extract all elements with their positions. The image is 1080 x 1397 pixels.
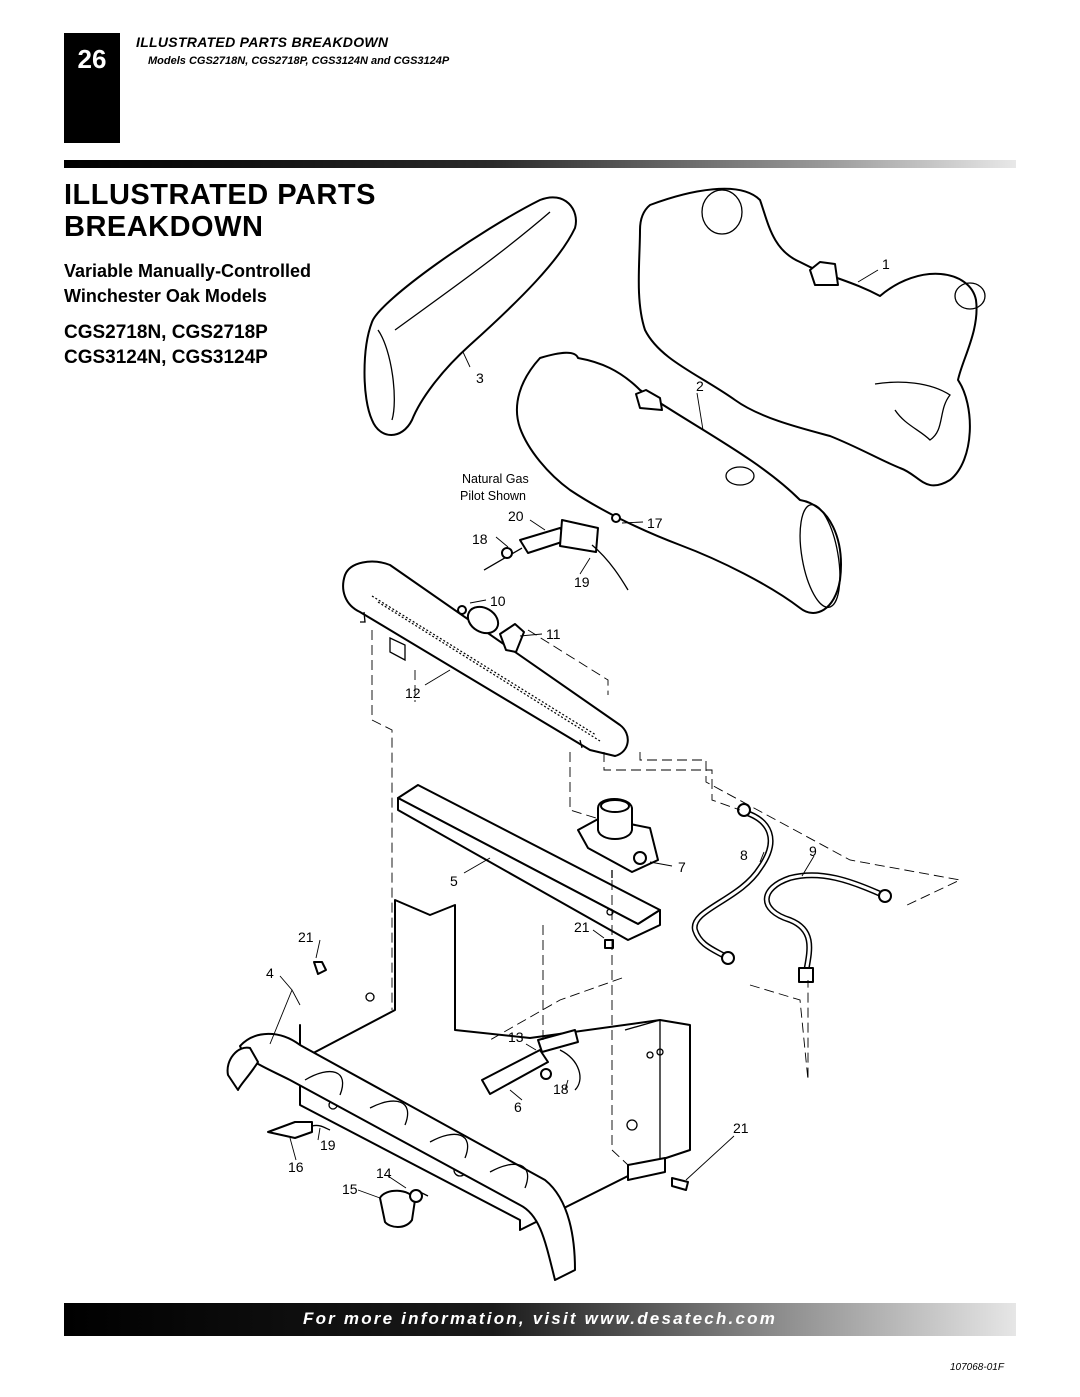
document-code: 107068-01F: [950, 1362, 1004, 1373]
subtitle-line2: Winchester Oak Models: [64, 286, 267, 306]
models-line2: CGS3124N, CGS3124P: [64, 347, 268, 368]
callout-10: 10: [490, 593, 506, 609]
pilot-note-line2: Pilot Shown: [460, 489, 526, 503]
thermocouple-assembly: [481, 1029, 581, 1095]
callout-19-top: 19: [574, 574, 590, 590]
models-list: CGS2718N, CGS2718P CGS3124N, CGS3124P: [64, 320, 384, 370]
page-title-line2: BREAKDOWN: [64, 211, 264, 243]
subtitle: Variable Manually-Controlled Winchester …: [64, 259, 384, 309]
page-number-tab: [64, 33, 120, 143]
callout-21-left: 21: [298, 929, 314, 945]
piezo-assembly: [267, 1121, 429, 1228]
orifice-part-10: [457, 605, 500, 635]
pilot-note-line1: Natural Gas: [462, 472, 529, 486]
callout-21-right: 21: [733, 1120, 749, 1136]
callout-5: 5: [450, 873, 458, 889]
callout-4: 4: [266, 965, 274, 981]
rear-log-part-1: [637, 187, 986, 487]
callout-18-bottom: 18: [553, 1081, 569, 1097]
footer-bar: [64, 1303, 1016, 1336]
footer-website-text[interactable]: For more information, visit www.desatech…: [302, 1309, 778, 1328]
callout-8: 8: [740, 847, 748, 863]
header-section-title: ILLUSTRATED PARTS BREAKDOWN: [136, 34, 389, 50]
page-number: 26: [77, 44, 107, 74]
leader-lines: [269, 269, 879, 1199]
models-line1: CGS2718N, CGS2718P: [64, 322, 268, 343]
callout-9: 9: [809, 843, 817, 859]
callout-19-bottom: 19: [320, 1137, 336, 1153]
page-title-line1: ILLUSTRATED PARTS: [64, 179, 376, 211]
header-models-line: Models CGS2718N, CGS2718P, CGS3124N and …: [148, 55, 450, 67]
gas-line-part-9: [763, 872, 892, 983]
callout-12: 12: [405, 685, 421, 701]
front-log-part-3: [363, 196, 577, 436]
screw-part-21-left: [313, 961, 327, 975]
ember-tubes: [226, 1032, 576, 1281]
air-shutter-part-11: [499, 623, 525, 653]
callout-11: 11: [546, 626, 561, 642]
alignment-dashed-lines: [371, 629, 962, 1166]
callout-15: 15: [342, 1181, 358, 1197]
callout-16: 16: [288, 1159, 304, 1175]
screw-part-21-mid: [604, 939, 614, 949]
burner-tube-part-12: [342, 560, 629, 757]
pilot-assembly: [483, 513, 629, 591]
callout-6: 6: [514, 1099, 522, 1115]
callout-20: 20: [508, 508, 524, 524]
callout-21-mid: 21: [574, 919, 590, 935]
subtitle-line1: Variable Manually-Controlled: [64, 261, 312, 281]
page-title: ILLUSTRATED PARTS BREAKDOWN: [64, 179, 424, 243]
gas-line-part-8: [691, 803, 774, 965]
callout-17: 17: [647, 515, 663, 531]
callout-14: 14: [376, 1165, 392, 1181]
callout-2: 2: [696, 378, 704, 394]
middle-log-part-2: [515, 351, 842, 614]
callout-1: 1: [882, 256, 890, 272]
callout-18-top: 18: [472, 531, 488, 547]
callout-7: 7: [678, 859, 686, 875]
callout-3: 3: [476, 370, 484, 386]
callout-13: 13: [508, 1029, 524, 1045]
gas-valve-part-7: [577, 798, 659, 878]
screw-part-21-right: [671, 1177, 689, 1191]
bracket-part-5: [397, 784, 661, 941]
header-gradient-rule: [64, 160, 1016, 168]
